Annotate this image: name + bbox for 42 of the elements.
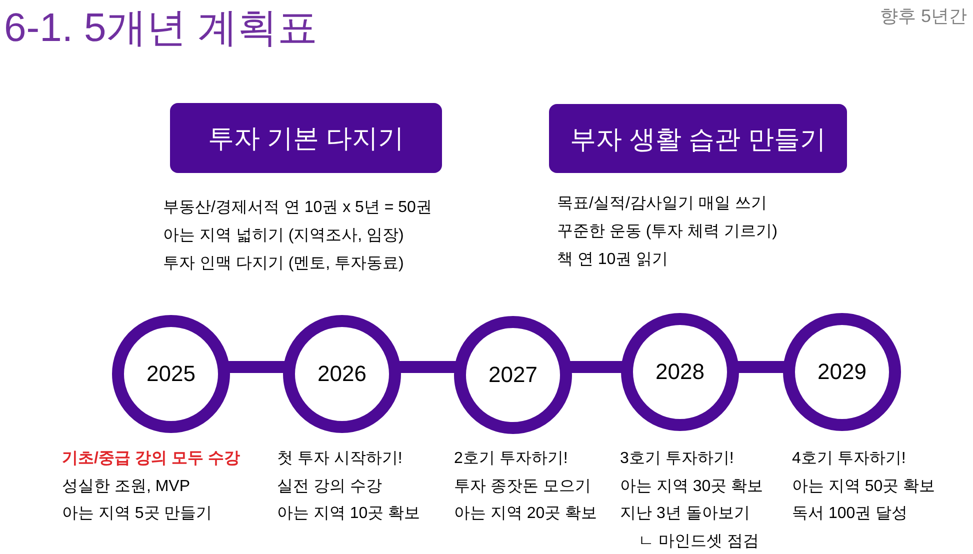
- milestone-text: 아는 지역 30곳 확보: [620, 476, 764, 496]
- theme-box: [549, 104, 847, 173]
- milestone-text: 지난 3년 돌아보기: [620, 504, 750, 524]
- timeline-connector: [226, 361, 286, 373]
- timeline-connector: [398, 361, 458, 373]
- year-label: 2028: [656, 359, 704, 385]
- year-circle: [112, 315, 230, 433]
- goal-text: 책 연 10권 읽기: [557, 250, 668, 270]
- year-circle: [783, 313, 901, 431]
- goal-text: 아는 지역 넓히기 (지역조사, 임장): [163, 226, 404, 246]
- goal-text: 꾸준한 운동 (투자 체력 기르기): [557, 222, 778, 242]
- milestone-text: 아는 지역 20곳 확보: [454, 504, 598, 524]
- year-label: 2026: [318, 361, 366, 387]
- milestone-text: 투자 종잣돈 모으기: [454, 476, 591, 496]
- theme-box: [170, 103, 442, 173]
- year-circle: [621, 313, 739, 431]
- timeline-connector: [736, 361, 786, 373]
- milestone-text: ㄴ 마인드셋 점검: [638, 532, 759, 552]
- goal-text: 투자 인맥 다지기 (멘토, 투자동료): [163, 254, 404, 274]
- milestone-text: 성실한 조원, MVP: [62, 476, 190, 496]
- milestone-text: 아는 지역 5곳 만들기: [62, 504, 212, 524]
- theme-title: 부자 생활 습관 만들기: [570, 122, 826, 154]
- milestone-text: 아는 지역 10곳 확보: [277, 504, 420, 524]
- timeline-connector: [568, 361, 624, 373]
- milestone-text: 아는 지역 50곳 확보: [792, 476, 936, 496]
- milestone-text: 3호기 투자하기!: [620, 449, 734, 469]
- milestone-text: 2호기 투자하기!: [454, 449, 568, 469]
- year-label: 2027: [488, 362, 538, 388]
- milestone-text: 첫 투자 시작하기!: [277, 449, 402, 469]
- milestone-text: 독서 100권 달성: [792, 504, 908, 524]
- year-circle: [454, 316, 572, 434]
- page-title: 6-1. 5개년 계획표: [4, 5, 318, 52]
- theme-title: 투자 기본 다지기: [208, 122, 404, 154]
- milestone-text: 4호기 투자하기!: [792, 449, 906, 469]
- year-label: 2029: [818, 359, 866, 385]
- year-label: 2025: [146, 361, 196, 387]
- milestone-text: 기초/중급 강의 모두 수강: [62, 449, 240, 469]
- goal-text: 부동산/경제서적 연 10권 x 5년 = 50권: [163, 198, 432, 218]
- year-circle: [283, 315, 401, 433]
- milestone-text: 실전 강의 수강: [277, 476, 382, 496]
- period-note: 향후 5년간: [880, 5, 967, 28]
- goal-text: 목표/실적/감사일기 매일 쓰기: [557, 194, 767, 214]
